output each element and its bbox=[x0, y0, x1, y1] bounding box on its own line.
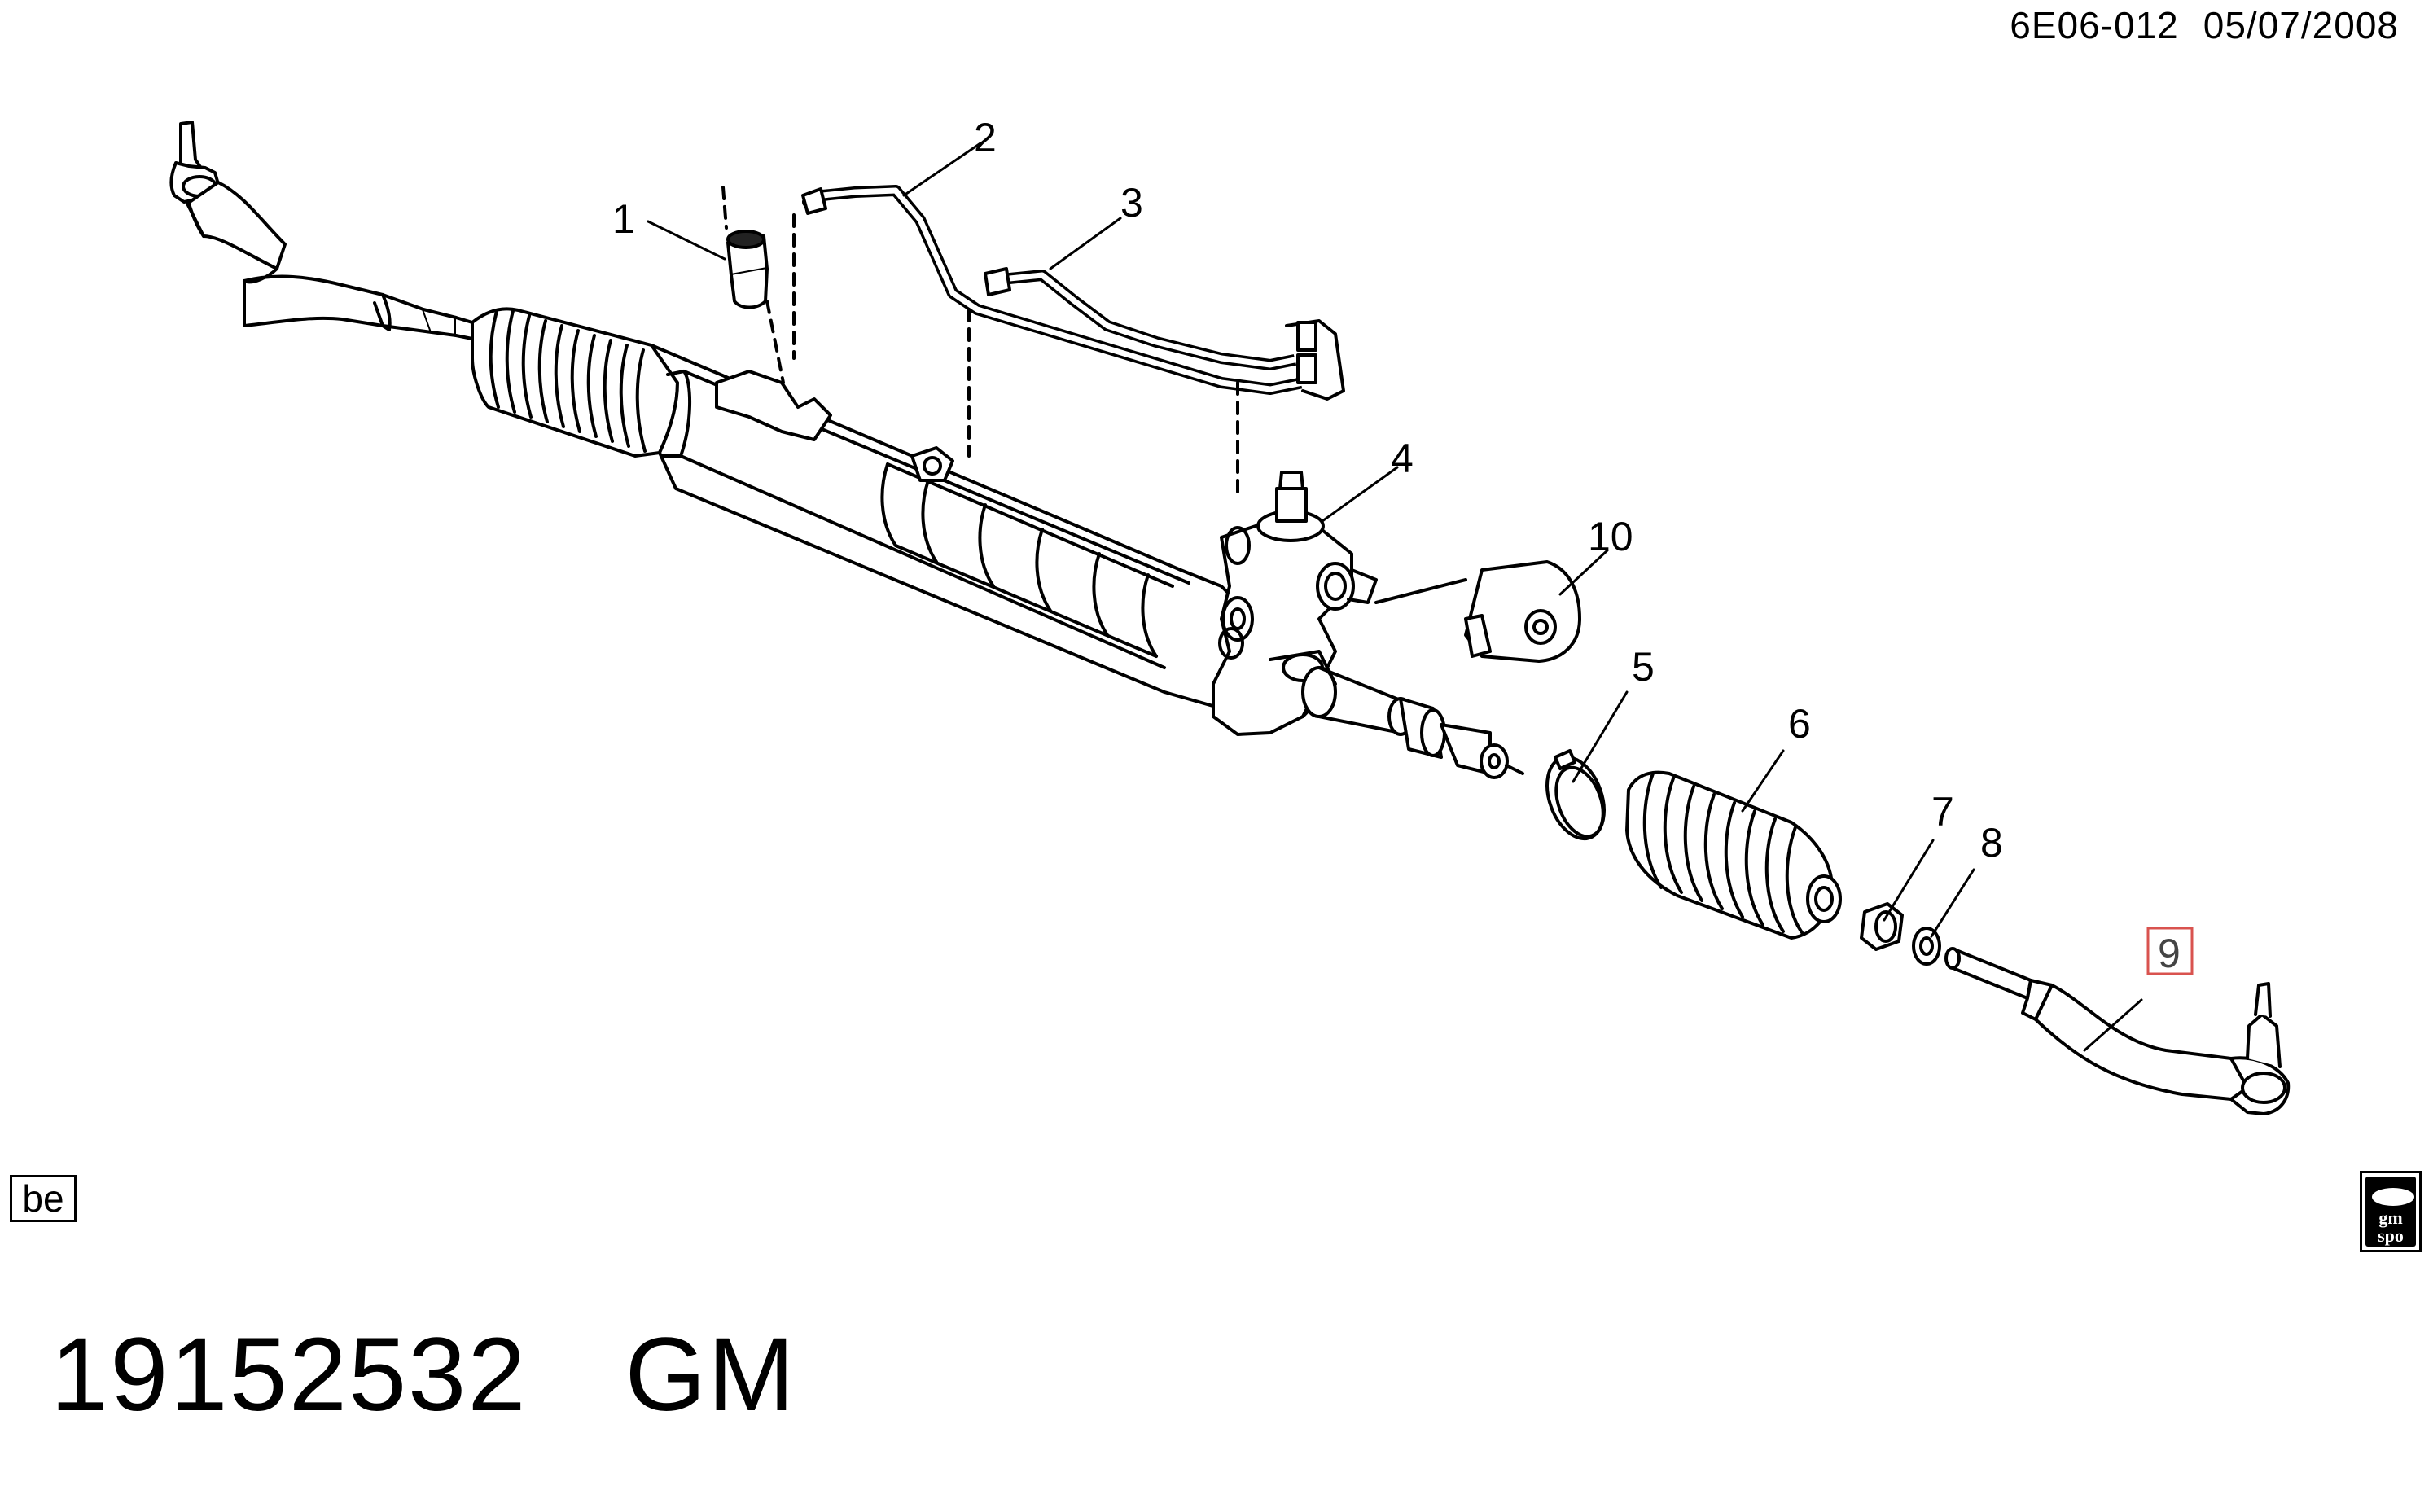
return-line bbox=[967, 267, 1345, 458]
valve-cover bbox=[1374, 560, 1581, 663]
part-number: 19152532 bbox=[50, 1317, 528, 1433]
left-bellows-boot bbox=[471, 307, 679, 458]
callout-9-highlight-box bbox=[2146, 927, 2194, 975]
diagram-code: 6E06-012 bbox=[2010, 4, 2179, 46]
valve-housing bbox=[1212, 471, 1378, 736]
callout-leaders bbox=[647, 142, 2143, 1052]
logo-oval bbox=[2372, 1188, 2414, 1206]
gm-spo-logo: gm spo bbox=[2360, 1171, 2422, 1252]
brand: GM bbox=[625, 1317, 796, 1433]
logo-text-top: gm bbox=[2378, 1207, 2403, 1228]
diagram-header: 6E06-012 05/07/2008 bbox=[1985, 3, 2399, 47]
callout-labels: 1 2 3 4 5 6 7 8 9 10 bbox=[612, 115, 2194, 976]
part-number-line: 19152532 GM bbox=[50, 1315, 796, 1435]
callout-5: 5 bbox=[1632, 644, 1655, 690]
callout-9: 9 bbox=[2158, 931, 2181, 976]
callout-8: 8 bbox=[1980, 820, 2003, 866]
be-badge: be bbox=[10, 1175, 77, 1222]
callout-3: 3 bbox=[1120, 180, 1143, 226]
jam-nut bbox=[1860, 902, 1904, 951]
callout-6: 6 bbox=[1788, 701, 1811, 747]
left-tie-rod-end bbox=[169, 121, 474, 340]
callout-2: 2 bbox=[974, 115, 997, 160]
logo-text-bottom: spo bbox=[2378, 1225, 2404, 1246]
rack-housing bbox=[650, 344, 1256, 710]
callout-10: 10 bbox=[1588, 514, 1633, 559]
pressure-line bbox=[792, 185, 1309, 498]
callout-4: 4 bbox=[1391, 436, 1414, 481]
diagram-date: 05/07/2008 bbox=[2203, 4, 2399, 46]
mount-bushing bbox=[721, 186, 785, 384]
right-inner-tie-rod bbox=[1301, 666, 1524, 779]
right-tie-rod-end bbox=[1944, 947, 2291, 1115]
washer bbox=[1912, 927, 1941, 966]
right-bellows-boot bbox=[1625, 770, 1842, 940]
callout-7: 7 bbox=[1931, 789, 1954, 835]
callout-1: 1 bbox=[612, 196, 635, 242]
boot-clamp bbox=[1545, 749, 1606, 841]
